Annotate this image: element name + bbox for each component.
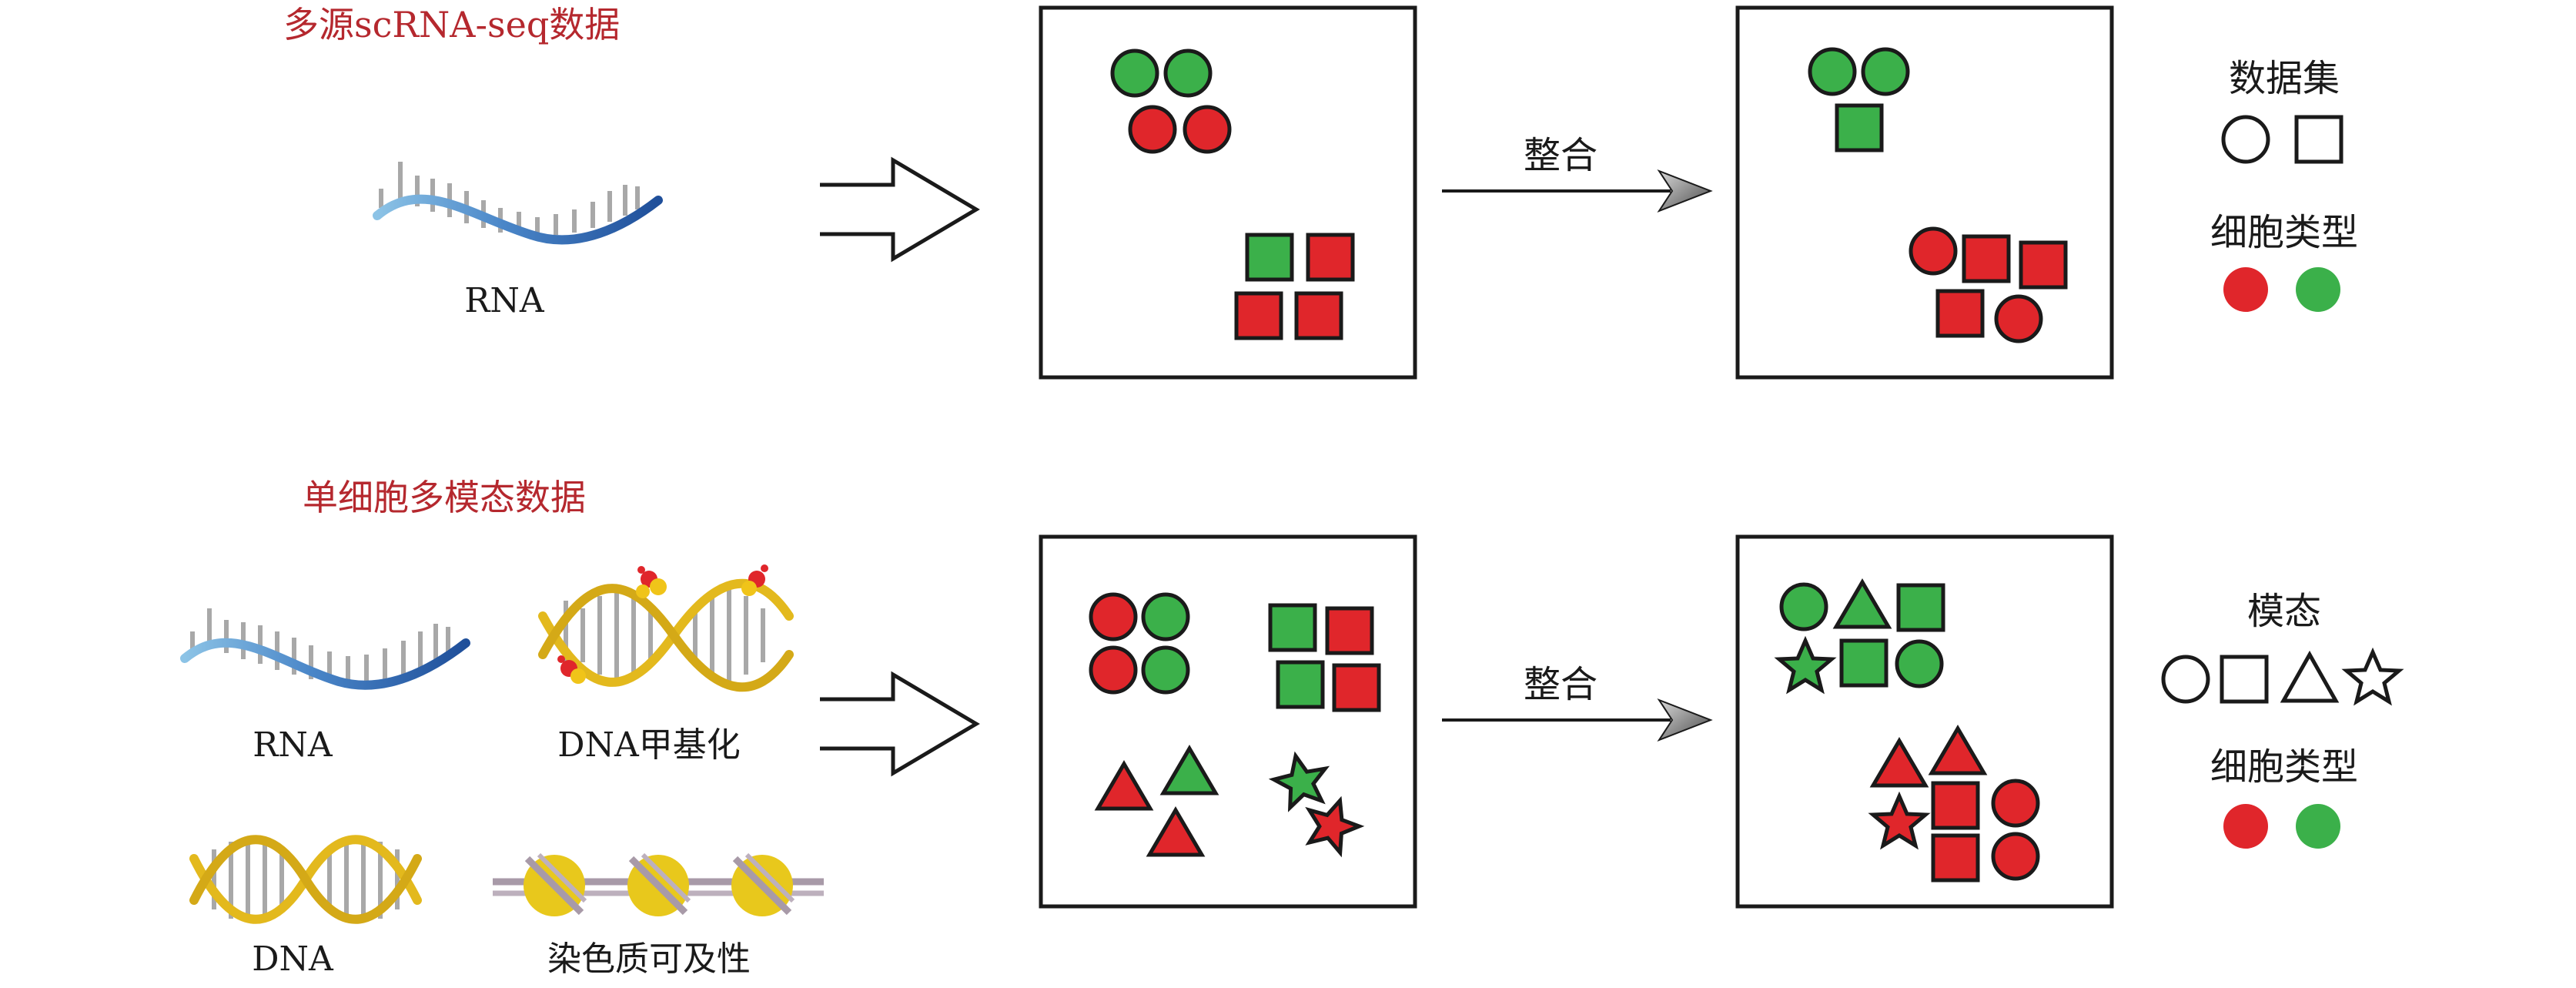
bottom-before-cells: [1089, 592, 1381, 857]
bottom-title: 单细胞多模态数据: [303, 477, 586, 518]
cell-circle-green: [1141, 645, 1190, 695]
cell-square-red: [1332, 663, 1381, 712]
rna-strand-icon: [180, 608, 470, 690]
chromatin-icon: [493, 852, 824, 916]
legend-square-icon: [2220, 655, 2269, 704]
cell-circle-green: [1861, 47, 1910, 96]
cell-square-red: [1325, 606, 1374, 655]
methyl-group-icon: [636, 566, 667, 598]
cell-square-green: [1268, 603, 1317, 652]
bottom-integrate-label: 整合: [1524, 663, 1597, 706]
bottom-integrate-arrow-icon: [1442, 698, 1713, 742]
bottom-legend-modality-heading: 模态: [2247, 590, 2321, 633]
cell-circle-green: [1808, 47, 1857, 96]
cell-square-red: [1935, 289, 1985, 338]
cell-circle-red: [1089, 592, 1138, 641]
top-title: 多源scRNA-seq数据: [283, 4, 620, 45]
bottom-rna-label: RNA: [253, 725, 333, 765]
cell-square-red: [1962, 234, 2011, 283]
methyl-group-icon: [741, 564, 768, 596]
cell-square-green: [1839, 638, 1889, 688]
cell-square-red: [1931, 781, 1980, 830]
bottom-hollow-arrow-icon: [820, 671, 980, 777]
top-integrate-arrow-icon: [1442, 169, 1713, 213]
cell-square-red: [1931, 833, 1980, 883]
cell-circle-red: [1183, 105, 1232, 154]
cell-circle-red: [1089, 645, 1138, 695]
cell-circle-red: [1991, 832, 2040, 881]
top-integrate-label: 整合: [1524, 134, 1597, 177]
cell-square-green: [1276, 660, 1325, 709]
cell-square-green: [1245, 233, 1294, 282]
bottom-before-panel: [1039, 534, 1417, 909]
legend-red-dot: [2223, 804, 2268, 849]
cell-circle-red: [1909, 226, 1958, 276]
cell-triangle-red: [1928, 725, 1988, 775]
top-legend-dataset-heading: 数据集: [2229, 57, 2340, 100]
cell-circle-red: [1991, 779, 2040, 828]
cell-circle-green: [1163, 49, 1213, 98]
cell-square-green: [1896, 583, 1945, 632]
legend-circle-icon: [2161, 655, 2210, 704]
top-legend-celltype-heading: 细胞类型: [2210, 211, 2358, 254]
legend-circle-icon: [2221, 115, 2270, 164]
cell-triangle-green: [1832, 578, 1892, 629]
cell-circle-green: [1779, 582, 1828, 631]
legend-star-icon: [2347, 652, 2399, 702]
methylation-label: DNA甲基化: [557, 725, 741, 765]
bottom-after-cells: [1779, 578, 2040, 883]
legend-triangle-icon: [2280, 650, 2340, 703]
cell-triangle-red: [1094, 760, 1154, 811]
cell-square-green: [1835, 103, 1884, 152]
nucleosome-icon: [524, 852, 587, 916]
rna-strand-icon: [373, 162, 663, 245]
cell-square-red: [1306, 233, 1355, 282]
cell-circle-green: [1110, 49, 1159, 98]
legend-square-icon: [2294, 115, 2343, 164]
cell-triangle-green: [1159, 745, 1219, 795]
cell-square-red: [1294, 291, 1343, 340]
top-before-cells: [1110, 49, 1355, 340]
top-after-cells: [1808, 47, 2068, 343]
top-before-panel: [1039, 5, 1417, 380]
chromatin-label: 染色质可及性: [547, 939, 751, 979]
top-hollow-arrow-icon: [820, 156, 980, 263]
cell-circle-green: [1895, 639, 1944, 688]
dna-helix-icon: [189, 835, 422, 924]
cell-square-red: [1234, 291, 1283, 340]
legend-red-dot: [2223, 267, 2268, 312]
cell-square-red: [2019, 240, 2068, 290]
cell-circle-red: [1128, 105, 1177, 154]
cell-triangle-red: [1869, 737, 1929, 788]
dna-methylation-icon: [538, 564, 794, 692]
cell-circle-red: [1994, 294, 2043, 343]
methyl-group-icon: [557, 655, 586, 684]
nucleosome-icon: [627, 852, 691, 916]
bottom-dna-label: DNA: [252, 939, 334, 979]
top-rna-label: RNA: [464, 281, 545, 320]
bottom-legend-celltype-heading: 细胞类型: [2210, 745, 2358, 789]
nucleosome-icon: [731, 852, 795, 916]
top-after-panel: [1735, 5, 2114, 380]
legend-green-dot: [2296, 804, 2340, 849]
cell-circle-green: [1141, 592, 1190, 641]
cell-triangle-red: [1146, 806, 1206, 857]
legend-green-dot: [2296, 267, 2340, 312]
